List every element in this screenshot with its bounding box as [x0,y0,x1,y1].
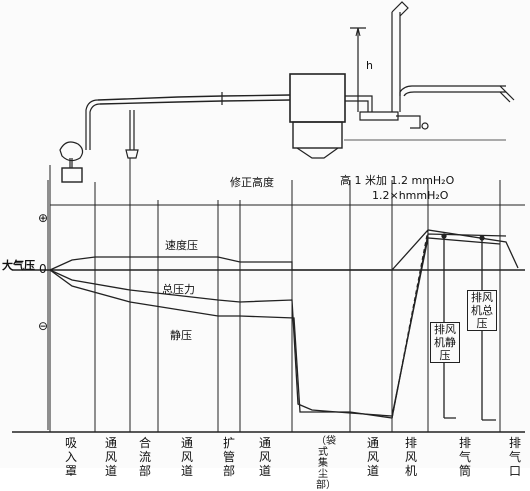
main-duct-bottom [99,99,291,105]
bag-collector-body [292,121,343,149]
fan-outlet [396,115,421,129]
height-marker [350,27,366,112]
baseline-zero-label: 0 [39,262,47,276]
velocity-pressure-curve [49,229,519,271]
exhaust-outlet [499,85,515,103]
correction-rule-label: 高 1 米加 1.2 mmH₂O [340,174,455,187]
correction-value-label: 1.2×hmmH₂O [372,189,449,202]
section-label-9: 排气筒 [458,436,471,478]
branch-hood [125,149,139,159]
stack-duct-bottom [403,91,506,97]
plus-symbol: ⊕ [38,211,49,225]
main-duct-top [97,94,291,101]
total-pressure-label: 总压力 [162,283,195,296]
height-marker-arrow [355,27,361,37]
fan-motor [421,122,429,130]
stack-duct-top [399,85,506,96]
section-label-8: 排风机 [404,436,417,478]
hood-riser-duct-inner [89,103,101,150]
section-label-10: 排气口 [508,436,521,478]
fan-housing [359,111,399,121]
section-label-0: 吸入罩 [64,436,77,478]
pressure-curves [49,229,519,421]
suction-hood-neck [69,158,73,168]
section-label-7: 通风道 [366,436,379,478]
height-mark-label: h [366,59,373,72]
branch-duct [129,110,135,150]
velocity-pressure-label: 速度压 [165,239,198,252]
reference-column-tip [391,1,409,17]
suction-hood [59,141,84,162]
atmospheric-pressure-label: 大气压 [2,259,35,272]
minus-symbol: ⊖ [38,319,49,333]
bag-collector-top [289,73,346,123]
diagram-drawing [12,1,525,433]
fan-rise-line [391,229,429,419]
section-label-5: 通风道 [258,436,271,478]
correction-height-label: 修正高度 [230,176,274,189]
static-pressure-label: 静压 [170,329,192,342]
bag-collector-hopper [296,147,339,159]
suction-hood-body [61,167,83,183]
reference-column [391,12,401,112]
fan-total-pressure-label: 排风机总压 [467,290,497,331]
section-label-3: 通风道 [180,436,193,478]
static-pressure-curve [49,233,507,419]
section-label-1: 通风道 [104,436,117,478]
collector-outlet-duct [345,95,373,112]
section-label-4: 扩管部 [222,436,235,478]
section-label-6: （袋式集尘部） [316,436,336,491]
axes [12,180,525,433]
section-label-2: 合流部 [138,436,151,478]
duct-system-sketch [59,1,515,183]
fan-static-pressure-label: 排风机静压 [430,322,460,363]
hood-riser-duct [85,99,99,150]
